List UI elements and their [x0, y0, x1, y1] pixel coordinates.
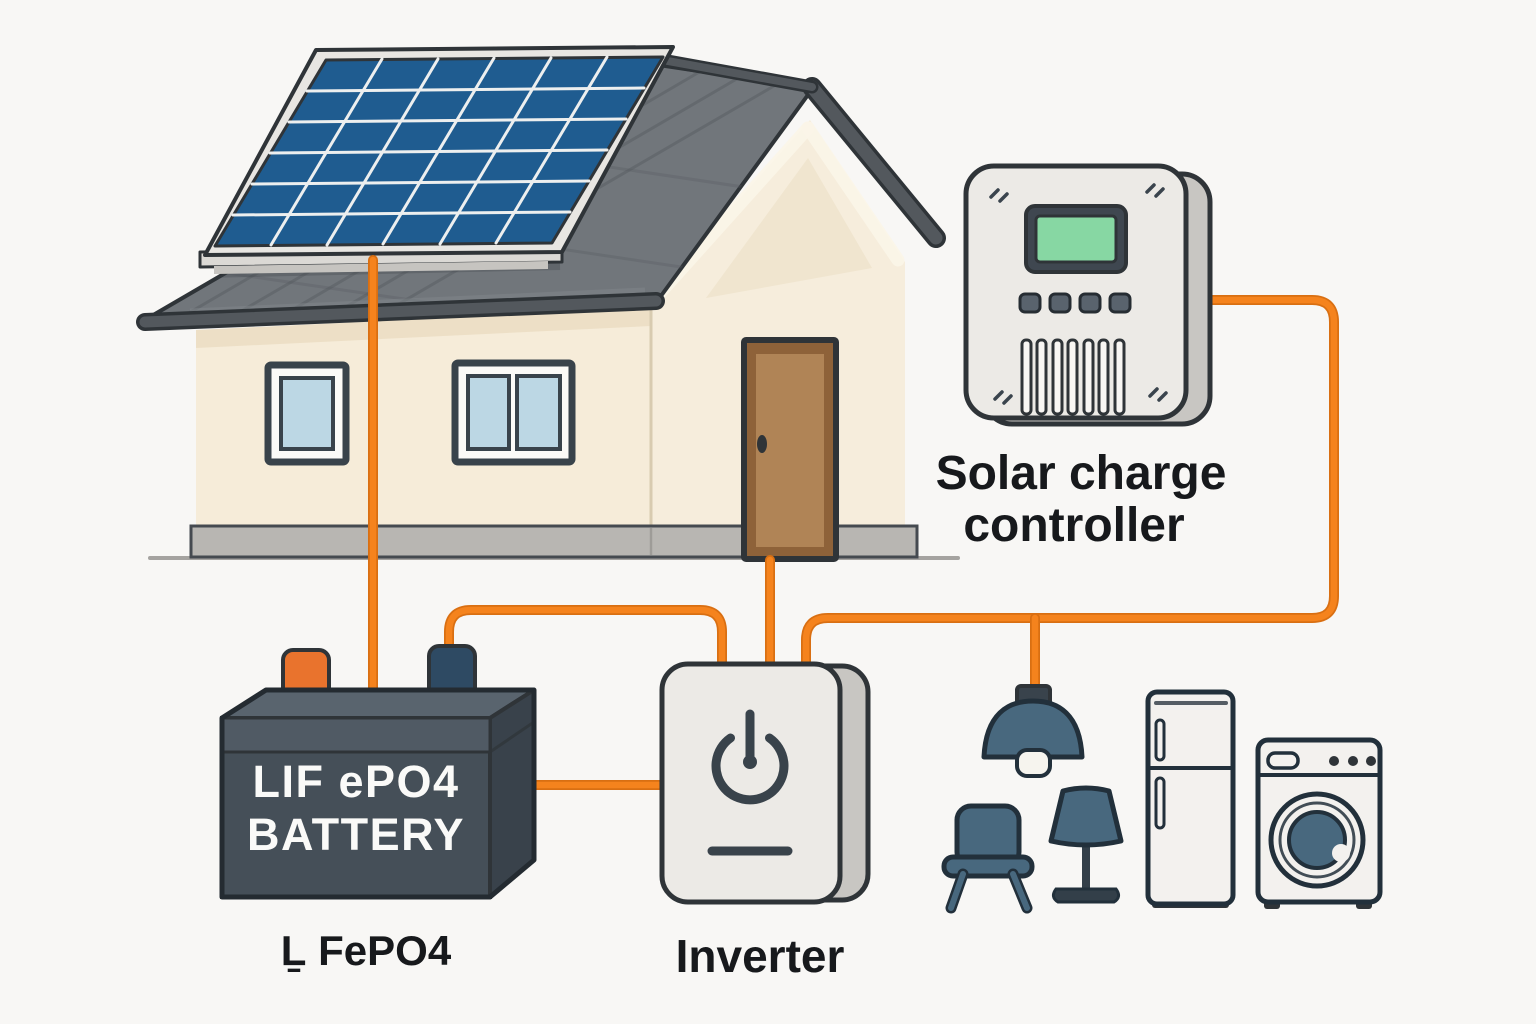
wires: [368, 255, 1339, 790]
vent-slat: [1113, 338, 1126, 416]
wire-underlay: [444, 605, 727, 673]
grid-line: [268, 148, 609, 155]
inverter-label: Inverter: [676, 930, 845, 982]
chair: [941, 803, 1035, 914]
lamp-shade: [1048, 785, 1124, 848]
controller-button: [1078, 292, 1102, 314]
screw-icon: [989, 188, 1009, 203]
vent-slat: [1082, 338, 1095, 416]
battery-face-line1: LIF ePO4: [252, 756, 459, 807]
battery-face-line2: BATTERY: [247, 809, 465, 860]
inverter: [659, 661, 871, 905]
inverter-body: [659, 661, 843, 905]
screw-icon: [993, 390, 1013, 405]
solar-panel: [198, 45, 675, 274]
gable-shadow: [706, 158, 872, 298]
washing-machine: [1255, 737, 1383, 909]
vent-slat: [1066, 338, 1079, 416]
vent-slat: [1020, 338, 1033, 416]
gable-highlight-right: [801, 121, 905, 267]
vent-slat: [1035, 338, 1048, 416]
power-icon-dot: [743, 755, 757, 769]
controller-screen: [1034, 214, 1118, 264]
grid-line: [287, 117, 628, 124]
wire-battery-terminal-to-inverter: [444, 605, 727, 673]
refrigerator: [1145, 689, 1236, 908]
lamp-base: [1051, 887, 1121, 904]
battery-side-lid-line: [489, 720, 535, 754]
fridge-body: [1145, 689, 1236, 907]
washer-knob: [1329, 756, 1339, 766]
wire-inverter-to-controller: [801, 295, 1339, 673]
panel-rail-lower: [214, 261, 548, 274]
screw-icon: [1148, 387, 1168, 402]
gable-wall: [651, 120, 905, 526]
door-handle: [757, 435, 767, 453]
pendant-light: [981, 684, 1085, 778]
grid-line: [305, 86, 646, 93]
window-glass-left: [466, 374, 511, 451]
battery-caption: Ḻ FePO4: [281, 927, 452, 974]
grid-line: [250, 179, 591, 186]
grid-line: [231, 210, 572, 217]
washer-knob: [1348, 756, 1358, 766]
screw-icon: [1145, 183, 1165, 198]
vent-slat: [1097, 338, 1110, 416]
door-panel: [756, 354, 824, 547]
rake-fascia: [805, 80, 943, 245]
window-single: [264, 361, 350, 466]
fridge-handle-lower: [1154, 776, 1166, 830]
controller-screws: [989, 183, 1168, 405]
wire: [445, 606, 726, 672]
battery: LIF ePO4 BATTERY: [219, 644, 537, 900]
power-icon: [711, 709, 789, 805]
vent-slat: [1051, 338, 1064, 416]
eave-fascia: [139, 295, 662, 328]
battery-lid-band: [220, 716, 492, 754]
labels: Solar charge controller Ḻ FePO4 Inverter: [281, 447, 1227, 982]
washer-drum: [1287, 810, 1347, 870]
door: [741, 337, 839, 562]
panel-grid: [231, 55, 646, 247]
fridge-handle-upper: [1154, 718, 1166, 762]
charge-controller: [963, 163, 1213, 427]
battery-top-face: [220, 688, 536, 720]
window-glass: [279, 376, 335, 451]
controller-label-line1: Solar charge: [936, 447, 1227, 500]
power-icon-arc: [711, 733, 789, 805]
controller-buttons: [1018, 292, 1132, 314]
window-double: [451, 359, 576, 466]
controller-label-line2: controller: [963, 499, 1184, 552]
controller-button: [1018, 292, 1042, 314]
table-lamp: [1048, 785, 1124, 904]
washer-dispenser: [1266, 751, 1300, 770]
pendant-shade: [981, 698, 1085, 760]
washer-knob: [1366, 756, 1376, 766]
washer-drum-highlight: [1332, 844, 1350, 862]
controller-vents: [1020, 338, 1126, 416]
window-glass-right: [515, 374, 562, 451]
appliances: [941, 684, 1383, 914]
wire: [802, 296, 1338, 672]
chair-legs: [948, 871, 1030, 911]
ridge-cap: [636, 52, 816, 91]
eave-shadow-band: [196, 308, 651, 348]
controller-button: [1108, 292, 1132, 314]
washer-door-ring: [1278, 801, 1356, 879]
controller-button: [1048, 292, 1072, 314]
battery-silhouette: [219, 687, 537, 900]
pendant-bulb: [1015, 748, 1052, 778]
chair-seat: [941, 854, 1035, 879]
